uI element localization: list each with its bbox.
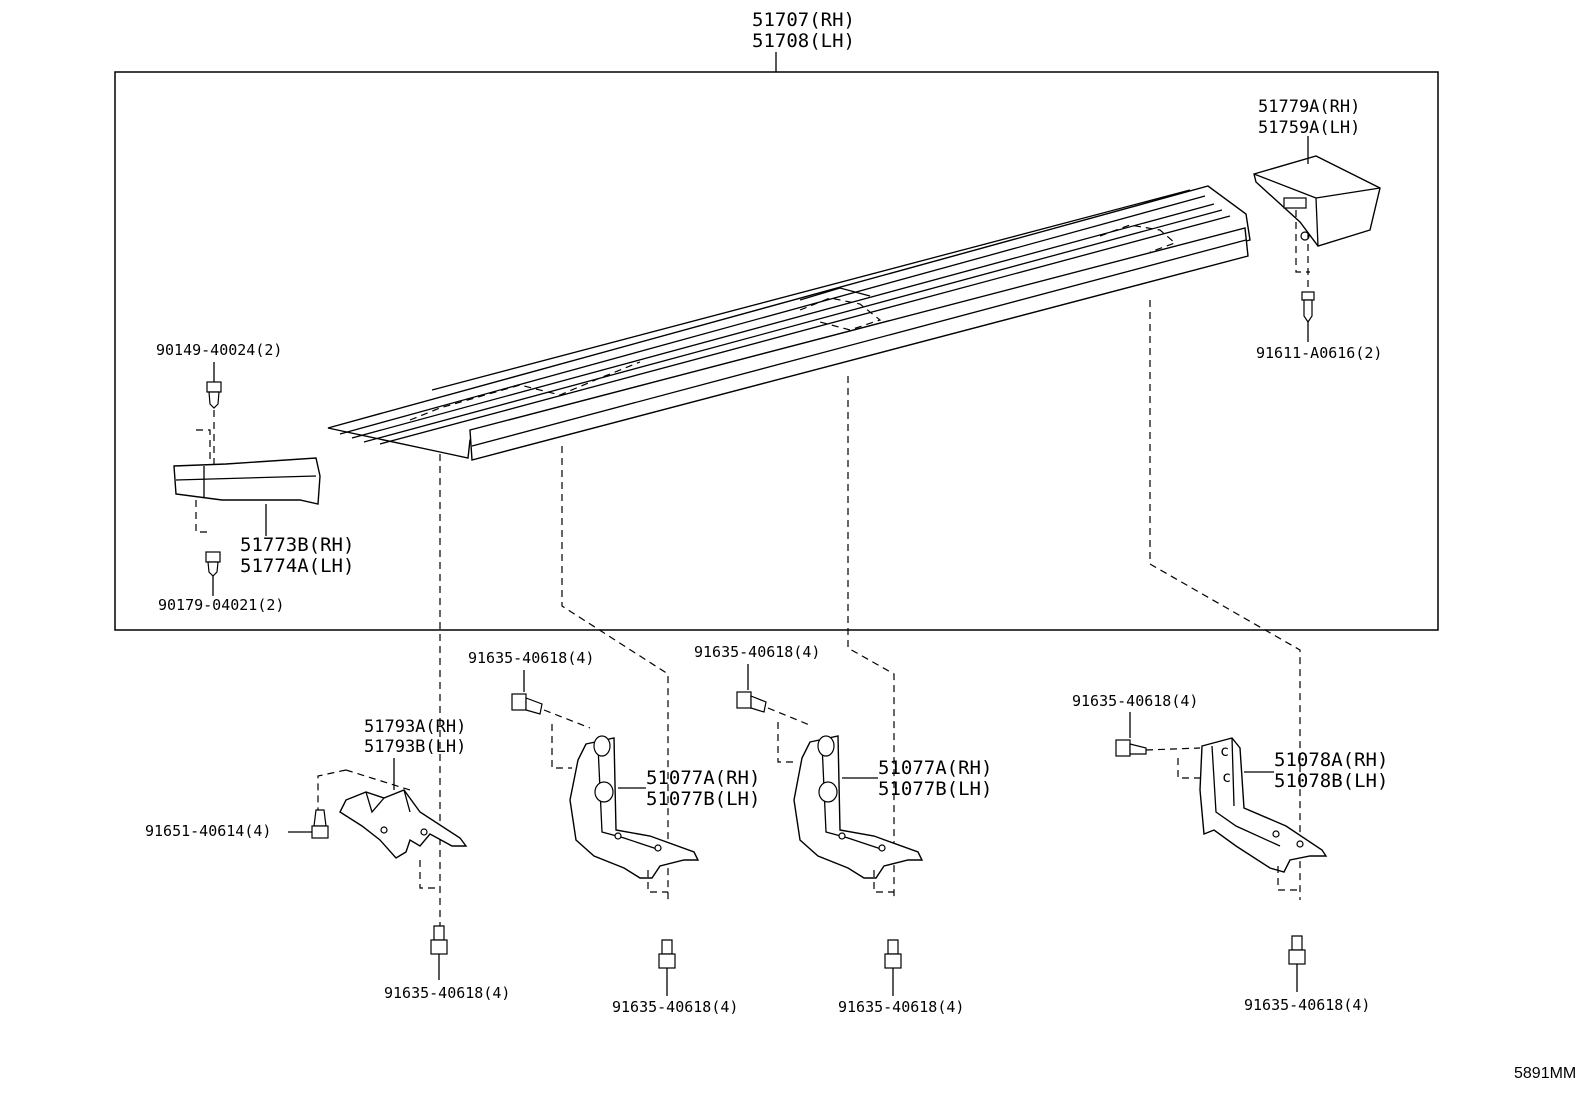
- bolt-bracket3-top-label: 91635-40618(4): [694, 643, 820, 661]
- bracket-1: [339, 789, 468, 859]
- svg-text:c: c: [1222, 768, 1231, 786]
- screw-bottom-left-label: 90179-04021(2): [158, 596, 284, 614]
- bolt-icon: [736, 691, 767, 713]
- screw-icon: [205, 551, 221, 577]
- rear-end-cap: [1253, 155, 1381, 247]
- bolt-icon: [311, 809, 329, 839]
- front-end-cap-label-rh: 51773B(RH): [240, 534, 354, 556]
- main-part-label-rh: 51707(RH): [752, 9, 855, 31]
- diagram-code: 5891MM: [1514, 1065, 1576, 1082]
- bolt-bracket1-side-label: 91651-40614(4): [145, 822, 271, 840]
- main-part-label-lh: 51708(LH): [752, 30, 855, 52]
- screw-rear-cap-label: 91611-A0616(2): [1256, 344, 1382, 362]
- bracket-4: c c: [1199, 737, 1328, 873]
- bracket-1-label-rh: 51793A(RH): [364, 717, 466, 737]
- bolt-bracket4-side-label: 91635-40618(4): [1072, 692, 1198, 710]
- bolt-bracket4-bottom-label: 91635-40618(4): [1244, 996, 1370, 1014]
- bolt-icon: [511, 693, 543, 715]
- bracket-2-label-lh: 51077B(LH): [646, 788, 760, 810]
- svg-text:c: c: [1220, 742, 1229, 760]
- running-board: [327, 185, 1251, 461]
- bracket-2: [569, 735, 700, 879]
- bolt-bracket1-bottom-label: 91635-40618(4): [384, 984, 510, 1002]
- bracket-4-label-lh: 51078B(LH): [1274, 770, 1388, 792]
- bolt-icon: [884, 939, 902, 969]
- bolt-icon: [658, 939, 676, 969]
- rear-end-cap-label-lh: 51759A(LH): [1258, 118, 1360, 138]
- bolt-bracket3-bottom-label: 91635-40618(4): [838, 998, 964, 1016]
- front-end-cap-label-lh: 51774A(LH): [240, 555, 354, 577]
- bracket-3-label-rh: 51077A(RH): [878, 757, 992, 779]
- bracket-4-label-rh: 51078A(RH): [1274, 749, 1388, 771]
- bolt-icon: [430, 925, 448, 955]
- front-end-cap: [173, 457, 321, 505]
- bolt-bracket2-top-label: 91635-40618(4): [468, 649, 594, 667]
- screw-top-left-label: 90149-40024(2): [156, 341, 282, 359]
- bolt-bracket2-bottom-label: 91635-40618(4): [612, 998, 738, 1016]
- screw-icon: [1301, 291, 1315, 324]
- bracket-2-label-rh: 51077A(RH): [646, 767, 760, 789]
- screw-icon: [206, 381, 222, 409]
- rear-end-cap-label-rh: 51779A(RH): [1258, 97, 1360, 117]
- bracket-3-label-lh: 51077B(LH): [878, 778, 992, 800]
- bolt-icon: [1288, 935, 1306, 965]
- bracket-1-label-lh: 51793B(LH): [364, 737, 466, 757]
- bolt-icon: [1115, 739, 1147, 757]
- bracket-3: [793, 735, 924, 879]
